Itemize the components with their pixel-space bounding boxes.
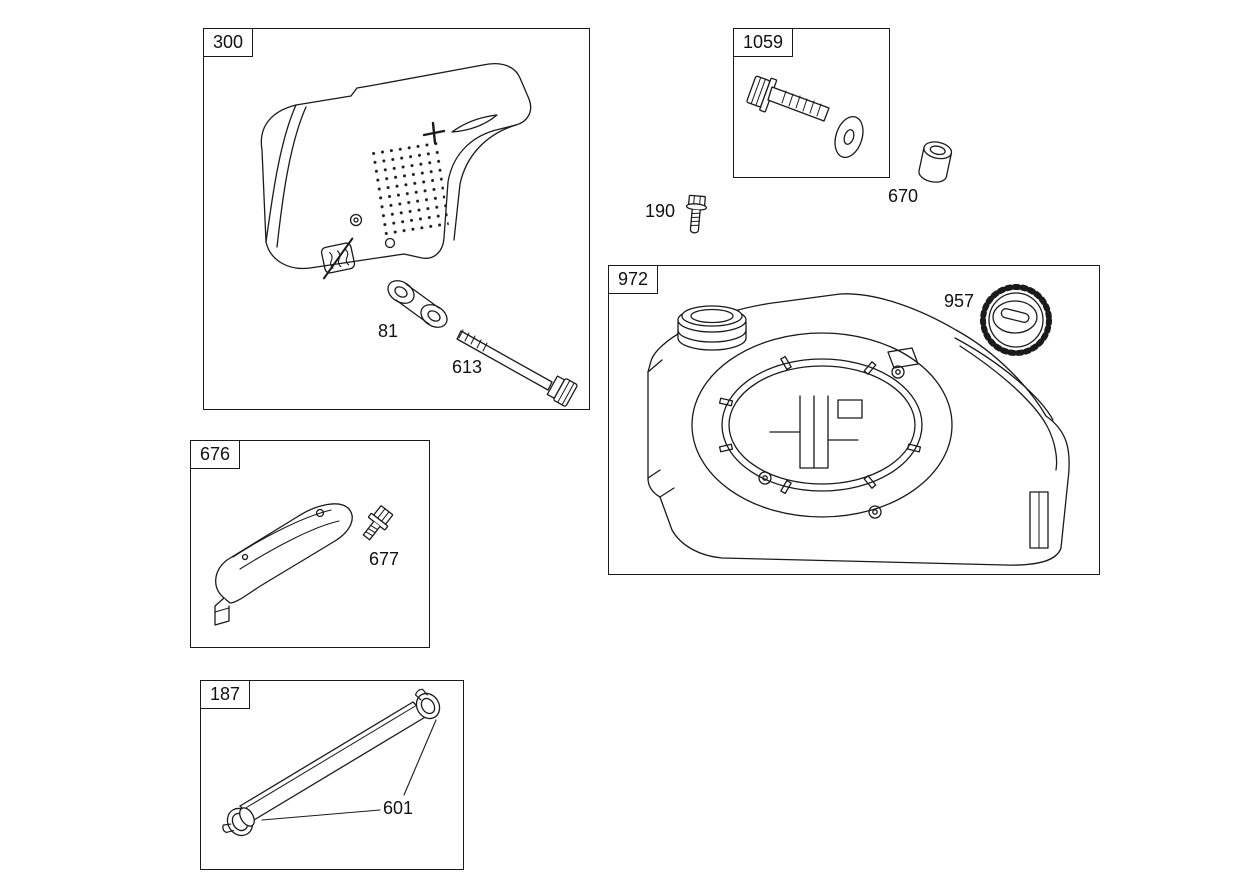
part-number-1059: 1059	[733, 28, 794, 57]
callout-81: 81	[378, 321, 399, 341]
muffler-drawing	[260, 63, 532, 280]
part-number-676: 676	[190, 440, 241, 469]
bushing-drawing	[918, 141, 953, 183]
part-number-300: 300	[203, 28, 254, 57]
callout-670: 670	[888, 186, 919, 206]
part-box-972	[608, 265, 1100, 575]
callout-957: 957	[944, 291, 975, 311]
callout-613: 613	[452, 357, 483, 377]
part-box-187	[200, 680, 464, 870]
bolt-190-drawing	[685, 194, 708, 234]
part-number-972: 972	[608, 265, 659, 294]
bolt-washer-drawing	[746, 75, 864, 159]
hot-surface-icon	[320, 237, 356, 280]
part-box-1059	[733, 28, 890, 178]
muffler-screw-drawing	[456, 329, 578, 407]
part-box-676	[190, 440, 430, 648]
blower-housing-drawing	[647, 293, 1070, 566]
gasket-drawing	[387, 280, 448, 328]
guard-drawing	[214, 503, 353, 626]
guard-screw-drawing	[362, 505, 394, 541]
part-number-187: 187	[200, 680, 251, 709]
fuel-cap-drawing	[980, 284, 1052, 356]
callout-677: 677	[369, 549, 400, 569]
callout-601: 601	[383, 798, 414, 818]
leader-lines-601	[261, 719, 437, 821]
fuel-line-drawing	[222, 688, 441, 837]
part-box-300	[203, 28, 590, 410]
callout-190: 190	[645, 201, 676, 221]
